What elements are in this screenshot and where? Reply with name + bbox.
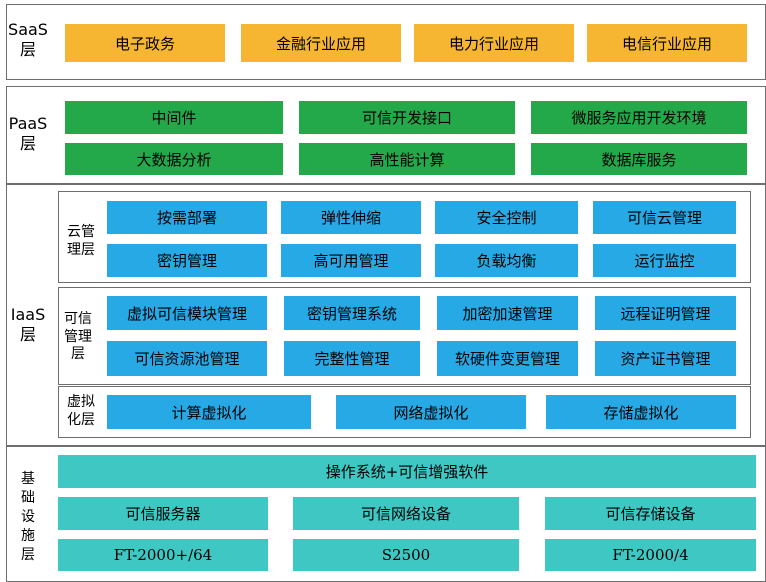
trust-integrity-mgmt: 完整性管理	[284, 341, 420, 376]
trust-asset-certificate: 资产证书管理	[595, 341, 736, 376]
virtualization-sublayer	[58, 386, 751, 438]
paas-hpc: 高性能计算	[299, 143, 515, 175]
cloud-load-balancing: 负载均衡	[435, 244, 578, 277]
trust-encryption-accel: 加密加速管理	[437, 296, 578, 330]
trusted-mgmt-sublayer	[58, 287, 751, 385]
trust-key-system: 密钥管理系统	[284, 296, 420, 330]
virt-network: 网络虚拟化	[336, 395, 526, 429]
paas-database: 数据库服务	[531, 143, 747, 175]
infra-trusted-server: 可信服务器	[58, 497, 268, 530]
saas-layer-label: SaaS 层	[8, 20, 48, 59]
cloud-mgmt-label: 云管 理层	[67, 224, 95, 258]
trust-resource-pool: 可信资源池管理	[107, 341, 267, 376]
virtualization-label: 虚拟 化层	[67, 394, 95, 428]
saas-item-egov: 电子政务	[65, 24, 225, 62]
infra-model-storage: FT-2000/4	[545, 539, 756, 571]
virt-compute: 计算虚拟化	[107, 395, 311, 429]
cloud-security-control: 安全控制	[435, 201, 578, 234]
trust-change-mgmt: 软硬件变更管理	[437, 341, 578, 376]
infra-trusted-storage: 可信存储设备	[545, 497, 756, 530]
virt-storage: 存储虚拟化	[546, 395, 736, 429]
infra-os: 操作系统+可信增强软件	[58, 455, 756, 488]
cloud-elastic-scaling: 弹性伸缩	[281, 201, 421, 234]
saas-item-finance: 金融行业应用	[241, 24, 401, 62]
saas-item-telecom: 电信行业应用	[587, 24, 747, 62]
saas-item-power: 电力行业应用	[414, 24, 574, 62]
infra-model-server: FT-2000+/64	[58, 539, 268, 571]
infra-model-network: S2500	[293, 539, 519, 571]
cloud-monitoring: 运行监控	[593, 244, 736, 277]
paas-microservice-env: 微服务应用开发环境	[531, 101, 747, 134]
trust-vtpm-mgmt: 虚拟可信模块管理	[107, 296, 267, 330]
infra-trusted-network: 可信网络设备	[293, 497, 519, 530]
cloud-on-demand: 按需部署	[107, 201, 267, 234]
infrastructure-layer-label: 基 础 设 施 层	[21, 471, 35, 563]
iaas-layer-label: IaaS 层	[10, 305, 46, 344]
trust-remote-attestation: 远程证明管理	[595, 296, 736, 330]
cloud-high-availability: 高可用管理	[281, 244, 421, 277]
cloud-mgmt-sublayer	[58, 191, 751, 283]
paas-layer-label: PaaS 层	[8, 114, 48, 153]
paas-middleware: 中间件	[65, 101, 283, 134]
paas-bigdata: 大数据分析	[65, 143, 283, 175]
cloud-key-mgmt: 密钥管理	[107, 244, 267, 277]
paas-trusted-dev-api: 可信开发接口	[299, 101, 515, 134]
trusted-mgmt-label: 可信 管理 层	[64, 311, 92, 362]
cloud-trusted-mgmt: 可信云管理	[593, 201, 736, 234]
